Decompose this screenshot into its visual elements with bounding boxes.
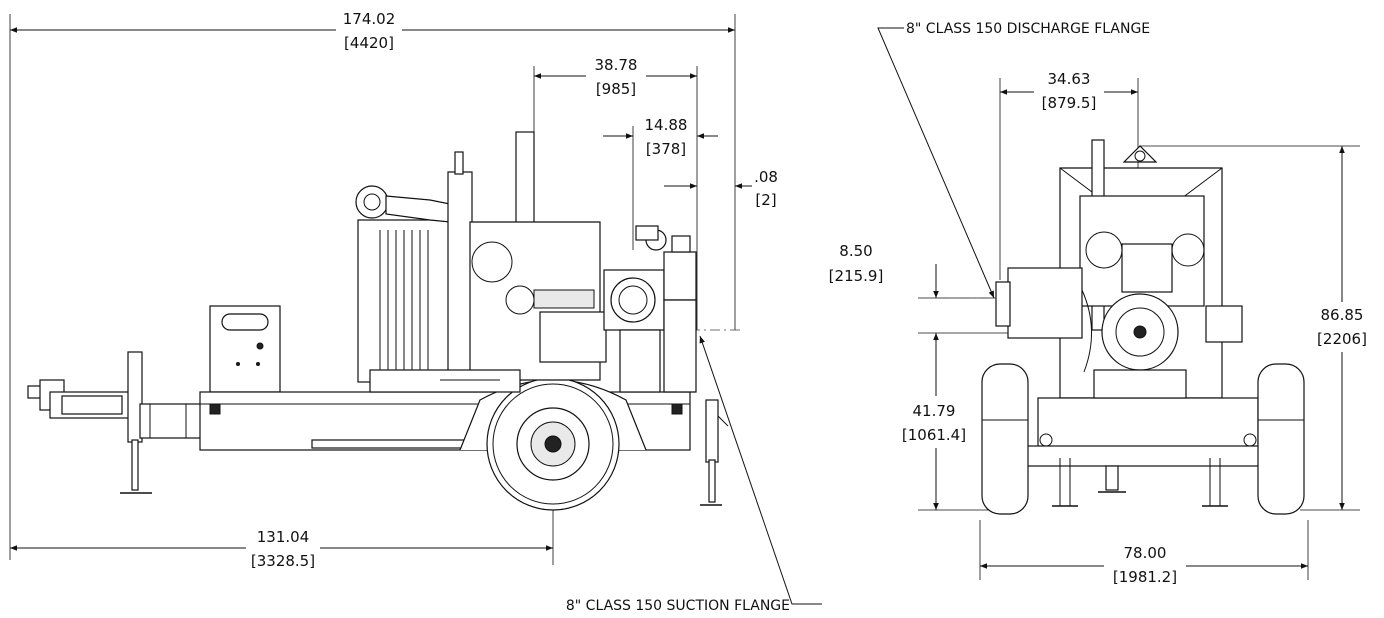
dim-pump-to-flange-mm: [378] xyxy=(646,140,686,158)
dim-pump-to-flange-inch: 14.88 xyxy=(645,116,688,134)
dim-overall-width-inch: 78.00 xyxy=(1124,544,1167,562)
dim-flange-offset-mm: [2] xyxy=(755,191,776,209)
dim-discharge-height-diff-mm: [215.9] xyxy=(829,267,884,285)
suction-flange-callout: 8" CLASS 150 SUCTION FLANGE xyxy=(566,598,790,614)
dim-discharge-width-inch: 34.63 xyxy=(1048,70,1091,88)
dim-discharge-width-mm: [879.5] xyxy=(1042,94,1097,112)
front-view: 8" CLASS 150 DISCHARGE FLANGE 34.63 [879… xyxy=(829,21,1367,586)
dim-overall-height-mm: [2206] xyxy=(1317,330,1367,348)
dim-suction-height-inch: 41.79 xyxy=(913,402,956,420)
side-view: 174.02 [4420] 38.78 [985] 14.88 [378] .0… xyxy=(9,10,822,614)
engine-assembly xyxy=(355,131,607,393)
front-tires xyxy=(981,363,1305,515)
discharge-flange-callout: 8" CLASS 150 DISCHARGE FLANGE xyxy=(906,21,1150,37)
dim-overall-length-mm: [4420] xyxy=(344,34,394,52)
hitch-assembly xyxy=(27,351,203,494)
dim-flange-offset-inch: .08 xyxy=(754,168,778,186)
dim-axle-to-hitch-mm: [3328.5] xyxy=(251,552,315,570)
dim-suction-height-mm: [1061.4] xyxy=(902,426,966,444)
dim-engine-to-flange-mm: [985] xyxy=(596,80,636,98)
dim-axle-to-hitch-inch: 131.04 xyxy=(257,528,310,546)
pump-assembly xyxy=(603,225,697,393)
rear-jack xyxy=(700,399,729,506)
dim-overall-height-inch: 86.85 xyxy=(1321,306,1364,324)
dim-discharge-height-diff-inch: 8.50 xyxy=(839,242,872,260)
front-engine-pump xyxy=(995,195,1243,399)
dim-engine-to-flange-inch: 38.78 xyxy=(595,56,638,74)
side-wheel xyxy=(486,377,620,511)
dim-overall-width-mm: [1981.2] xyxy=(1113,568,1177,586)
control-panel xyxy=(209,305,281,393)
dim-overall-length-inch: 174.02 xyxy=(343,10,396,28)
